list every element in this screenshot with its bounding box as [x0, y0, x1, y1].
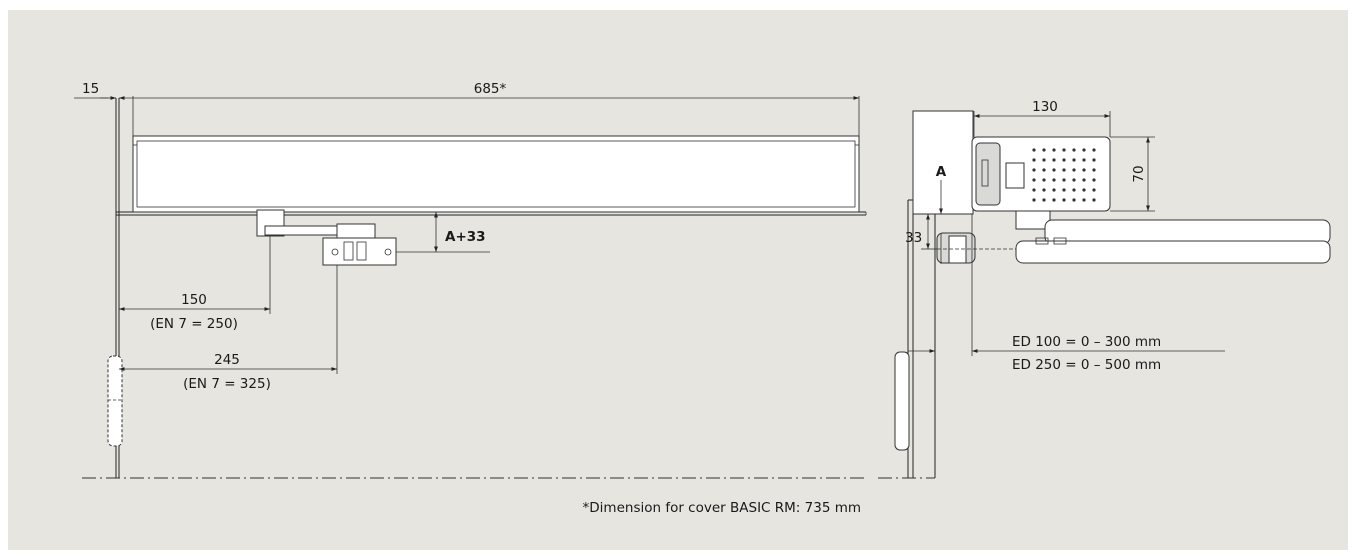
dim-shoe-pos-en7-label: (EN 7 = 325) [183, 376, 271, 392]
footnote: *Dimension for cover BASIC RM: 735 mm [583, 500, 861, 516]
range-ed250-label: ED 250 = 0 – 500 mm [1012, 357, 1161, 373]
dim-depth-label: 130 [1032, 99, 1058, 115]
display-window [1005, 162, 1025, 189]
upper-arm [1044, 219, 1331, 245]
front-view: 15 685* A+33 150 (EN 7 = 250) 245 (EN 7 … [74, 81, 868, 479]
closer-cover-inner [136, 140, 856, 208]
dim-height-label: 70 [1131, 165, 1147, 182]
dim-offset-label: 15 [82, 81, 99, 97]
drawing-panel [8, 10, 1348, 550]
vent-grid [1032, 148, 1096, 202]
dim-33-label: 33 [905, 230, 922, 246]
side-hinge [894, 351, 910, 451]
closer-body [132, 135, 860, 213]
hinge [107, 355, 123, 447]
dim-shoe-pos-label: 245 [214, 352, 240, 368]
lower-arm [1015, 240, 1331, 264]
dim-overall-label: 685* [474, 81, 507, 97]
dim-a-label: A [936, 164, 947, 180]
dim-arm-pivot-label: 150 [181, 292, 207, 308]
dim-arm-pivot-en7-label: (EN 7 = 250) [150, 316, 238, 332]
dim-arm-height-label: A+33 [445, 229, 486, 245]
frame-profile [912, 110, 974, 215]
side-view: 130 70 A 33 ED 100 = 0 – 300 mm ED 250 =… [878, 99, 1331, 479]
range-ed100-label: ED 100 = 0 – 300 mm [1012, 334, 1161, 350]
shoe-base [322, 237, 397, 266]
